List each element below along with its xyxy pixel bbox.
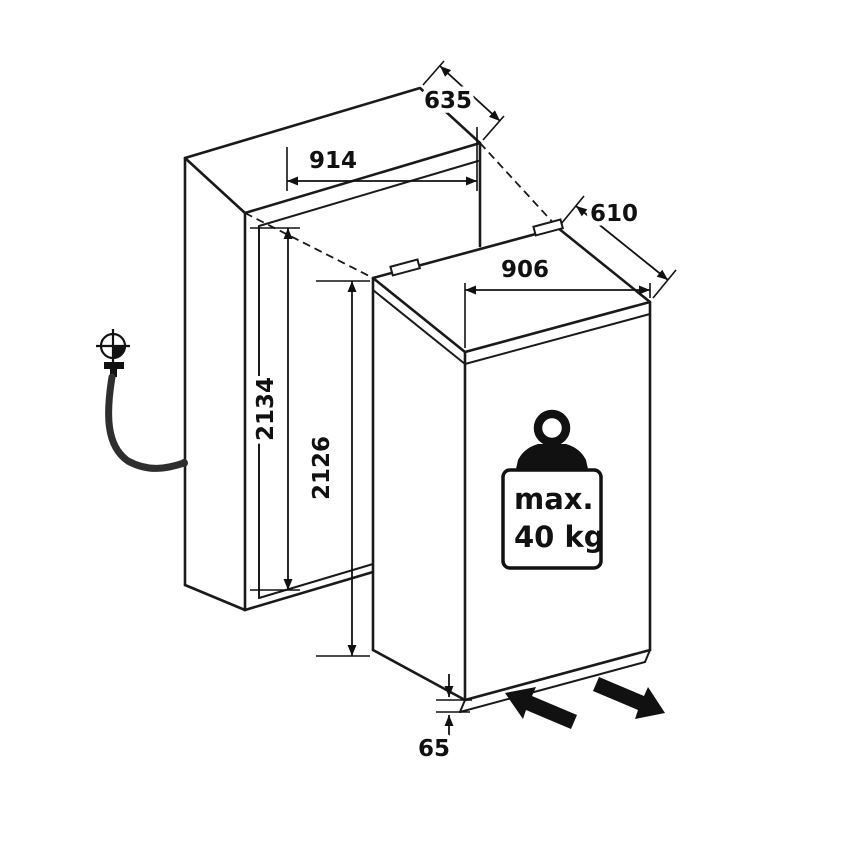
niche-outline: [183, 86, 482, 612]
dim-niche-height: 2134: [249, 227, 300, 591]
dim-niche-height-label: 2134: [253, 377, 279, 441]
tap-icon: [104, 362, 124, 377]
dim-niche-width: 914: [286, 127, 478, 191]
weight-badge-line2: 40 kg: [514, 520, 605, 554]
dim-niche-width-label: 914: [309, 148, 357, 174]
dim-base-clearance: 65: [413, 674, 472, 767]
water-connection-icon: [96, 329, 188, 472]
slide-out-arrow: [593, 677, 665, 719]
dim-appliance-depth-label: 610: [590, 201, 638, 227]
dim-appliance-depth: 610: [560, 195, 677, 299]
slide-arrows: [505, 677, 665, 729]
slide-in-arrow: [505, 687, 577, 729]
weight-badge-box: [501, 468, 603, 570]
appliance-outline: [371, 218, 652, 713]
dim-base-clearance-label: 65: [418, 736, 450, 762]
max-weight-badge: max. 40 kg: [501, 409, 605, 570]
dim-niche-depth-label: 635: [424, 88, 472, 114]
dim-appliance-width: 906: [464, 253, 651, 348]
insertion-guide-lines: [244, 142, 559, 279]
dim-appliance-height-label: 2126: [309, 436, 335, 500]
water-hose: [105, 373, 188, 472]
dim-niche-depth: 635: [419, 60, 505, 141]
top-fitting-left: [389, 258, 422, 277]
dim-appliance-width-label: 906: [501, 257, 549, 283]
weight-badge-line1: max.: [514, 482, 594, 516]
dim-appliance-height: 2126: [305, 280, 370, 657]
top-fitting-right: [532, 218, 565, 237]
